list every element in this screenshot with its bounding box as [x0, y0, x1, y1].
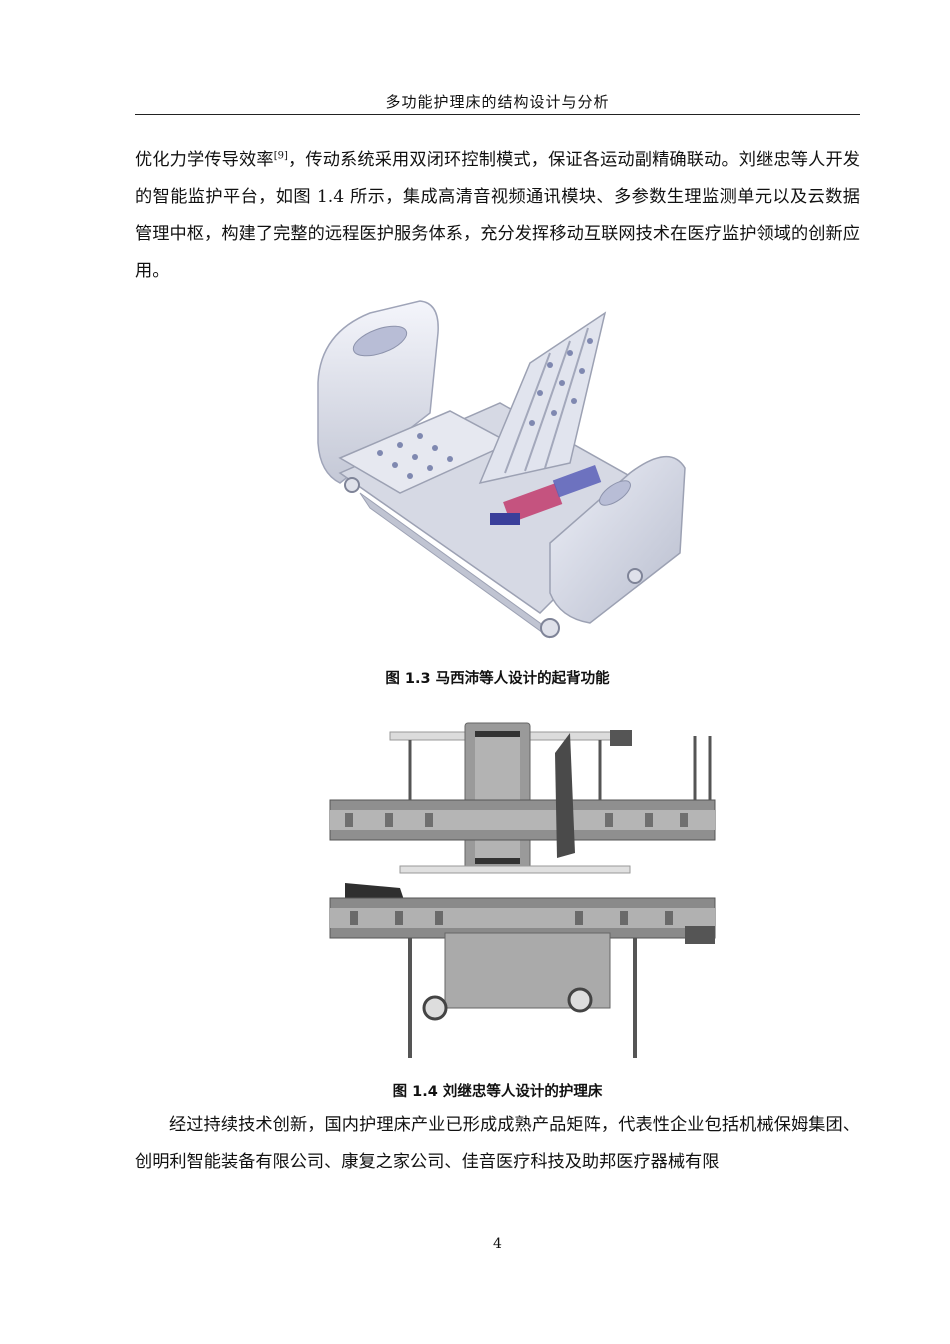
figure-1-3-caption: 图 1.3 马西沛等人设计的起背功能	[385, 671, 610, 687]
paragraph-2-text: 经过持续技术创新，国内护理床产业已形成成熟产品矩阵，代表性企业包括机械保姆集团、…	[135, 1115, 860, 1172]
figure-1-4-image	[329, 722, 716, 1058]
page-number: 4	[493, 1236, 502, 1252]
running-header: 多功能护理床的结构设计与分析	[385, 93, 610, 111]
figure-1-3-image	[317, 300, 686, 639]
header-rule	[135, 114, 860, 115]
paragraph-2: 经过持续技术创新，国内护理床产业已形成成熟产品矩阵，代表性企业包括机械保姆集团、…	[135, 1107, 860, 1181]
paragraph-1: 优化力学传导效率[9]，传动系统采用双闭环控制模式，保证各运动副精确联动。刘继忠…	[135, 142, 860, 290]
paragraph-1-text-a: 优化力学传导效率	[135, 150, 274, 170]
citation: [9]	[273, 150, 288, 162]
paragraph-1-text-b: ，传动系统采用双闭环控制模式，保证各运动副精确联动。刘继忠等人开发的智能监护平台…	[135, 150, 860, 281]
figure-1-4-caption: 图 1.4 刘继忠等人设计的护理床	[392, 1084, 603, 1100]
